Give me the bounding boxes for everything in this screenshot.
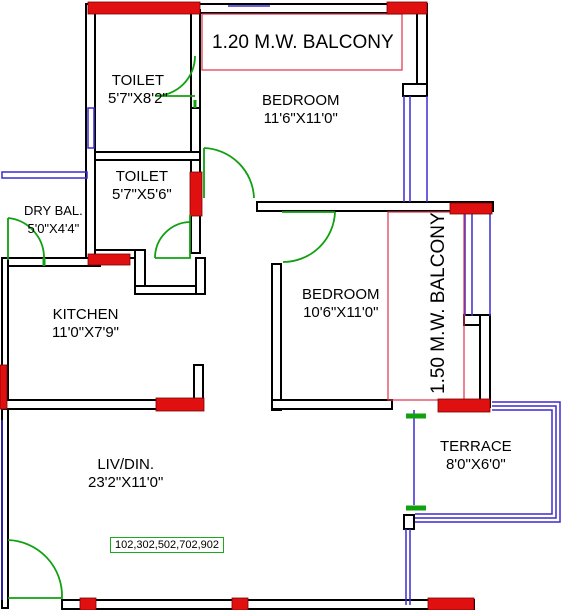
room-name: TOILET	[115, 168, 168, 185]
railings	[1, 5, 561, 605]
room-name: LIV/DIN.	[97, 456, 154, 473]
room-name: BEDROOM	[302, 286, 380, 303]
room-size: 23'2"X11'0"	[88, 474, 164, 491]
room-label-living: LIV/DIN. 23'2"X11'0"	[88, 456, 163, 492]
room-size: 5'0"X4'4"	[27, 221, 80, 236]
unit-numbers-tag: 102,302,502,702,902	[110, 537, 224, 553]
room-label-toilet-2: TOILET 5'7"X5'6"	[112, 168, 172, 204]
room-label-kitchen: KITCHEN 11'0"X7'9"	[52, 306, 119, 342]
balcony-outlines	[201, 13, 465, 401]
balcony-side-label: 1.50 M.W. BALCONY	[428, 212, 449, 394]
room-name: DRY BAL.	[24, 203, 83, 218]
room-name: BEDROOM	[262, 92, 340, 109]
room-size: 11'6"X11'0"	[263, 110, 338, 127]
room-size: 8'0"X6'0"	[445, 456, 506, 473]
windows	[0, 1, 493, 610]
room-label-terrace: TERRACE 8'0"X6'0"	[440, 438, 512, 474]
room-name: KITCHEN	[52, 306, 119, 323]
room-name: TOILET	[111, 72, 164, 89]
room-label-bedroom-1: BEDROOM 11'6"X11'0"	[262, 92, 340, 128]
room-size: 11'0"X7'9"	[52, 324, 119, 341]
room-name: TERRACE	[440, 438, 512, 455]
room-label-toilet-1: TOILET 5'7"X8'2"	[108, 72, 168, 108]
room-label-bedroom-2: BEDROOM 10'6"X11'0"	[302, 286, 380, 322]
doors	[7, 55, 426, 599]
room-label-dry-balcony: DRY BAL. 5'0"X4'4"	[24, 202, 83, 238]
balcony-top-label: 1.20 M.W. BALCONY	[212, 32, 394, 53]
room-size: 5'7"X5'6"	[112, 186, 172, 203]
room-size: 5'7"X8'2"	[108, 90, 168, 107]
room-size: 10'6"X11'0"	[303, 304, 379, 321]
